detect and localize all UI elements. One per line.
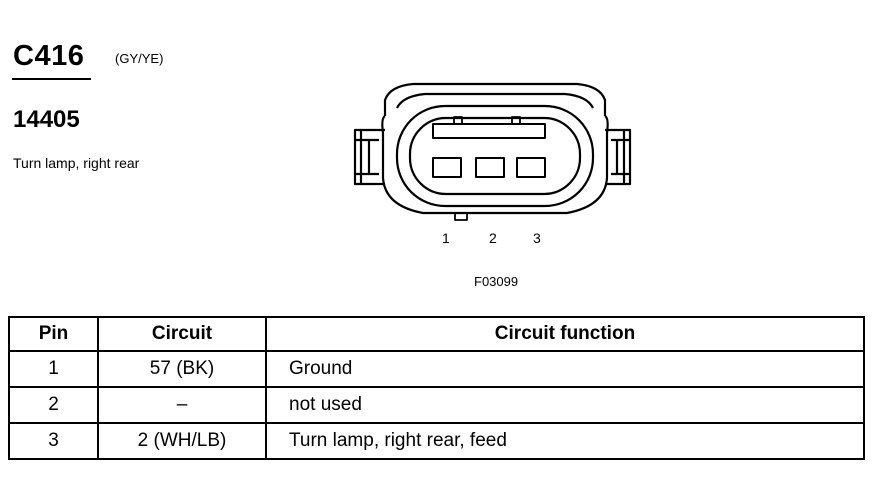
row-pin: 3 <box>8 422 99 460</box>
row-function: Turn lamp, right rear, feed <box>265 422 865 460</box>
header-circuit-function: Circuit function <box>265 316 865 352</box>
part-number: 14405 <box>13 106 80 133</box>
connector-key-slot <box>432 123 546 139</box>
connector-color: (GY/YE) <box>115 51 164 66</box>
left-latch <box>353 128 385 186</box>
row-circuit: 57 (BK) <box>97 350 267 388</box>
row-circuit: 2 (WH/LB) <box>97 422 267 460</box>
row-pin: 1 <box>8 350 99 388</box>
pin-cavity-3 <box>516 157 546 178</box>
right-latch <box>605 128 632 186</box>
row-function: Ground <box>265 350 865 388</box>
pin-label-2: 2 <box>489 230 497 246</box>
pin-cavity-1 <box>432 157 462 178</box>
connector-face-diagram <box>353 82 632 221</box>
connector-id: C416 <box>13 40 85 72</box>
connector-id-underline <box>12 78 91 80</box>
connector-housing-outline <box>381 82 609 215</box>
table-row: 3 2 (WH/LB) Turn lamp, right rear, feed <box>8 422 865 460</box>
pin-label-3: 3 <box>533 230 541 246</box>
connector-description: Turn lamp, right rear <box>13 155 140 171</box>
figure-id: F03099 <box>474 274 519 289</box>
row-pin: 2 <box>8 386 99 424</box>
table-row: 2 – not used <box>8 386 865 424</box>
pin-label-1: 1 <box>442 230 450 246</box>
row-circuit: – <box>97 386 267 424</box>
connector-inner-body <box>395 104 595 208</box>
row-function: not used <box>265 386 865 424</box>
pin-cavity-2 <box>475 157 505 178</box>
pin-table: Pin Circuit Circuit function 1 57 (BK) G… <box>8 316 865 460</box>
header-pin: Pin <box>8 316 99 352</box>
table-row: 1 57 (BK) Ground <box>8 350 865 388</box>
header-circuit: Circuit <box>97 316 267 352</box>
pin-table-header: Pin Circuit Circuit function <box>8 316 865 352</box>
